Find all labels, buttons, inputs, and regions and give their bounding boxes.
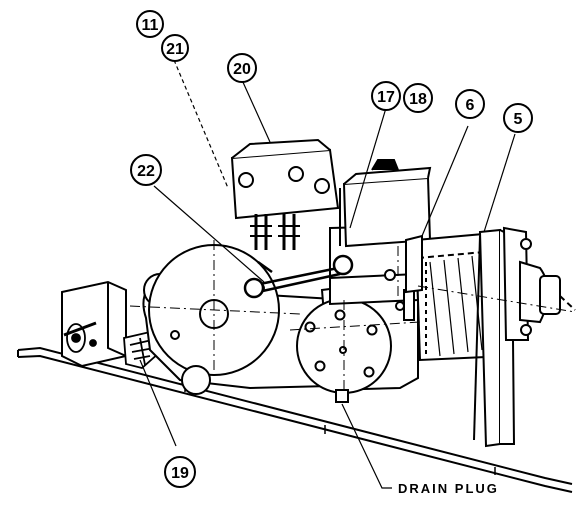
solenoid-pack [230, 138, 340, 250]
solenoid-box [339, 159, 432, 248]
callout-20: 20 [227, 53, 257, 83]
callout-19-label: 19 [171, 465, 189, 482]
callout-21: 21 [161, 34, 189, 62]
toggle-switch [63, 321, 97, 353]
callout-11: 11 [136, 10, 164, 38]
callout-20-label: 20 [233, 61, 251, 78]
callout-18-label: 18 [409, 91, 427, 108]
drain-plug-label: DRAIN PLUG [398, 481, 499, 496]
callout-21-label: 21 [166, 41, 184, 58]
callout-11-label: 11 [142, 17, 159, 34]
callout-6-label: 6 [466, 97, 475, 114]
base-plate [17, 346, 573, 493]
center-lines [129, 240, 576, 392]
lever-linkage [243, 254, 354, 299]
callout-18: 18 [403, 83, 433, 113]
callout-17-label: 17 [377, 89, 395, 106]
callout-5: 5 [503, 103, 533, 133]
callout-19: 19 [164, 456, 196, 488]
callout-5-label: 5 [514, 111, 523, 128]
callout-22: 22 [130, 154, 162, 186]
motor-endcap [519, 260, 576, 324]
leader-lines [139, 59, 516, 489]
callout-6: 6 [455, 89, 485, 119]
callout-17: 17 [371, 81, 401, 111]
callout-22-label: 22 [137, 163, 155, 180]
